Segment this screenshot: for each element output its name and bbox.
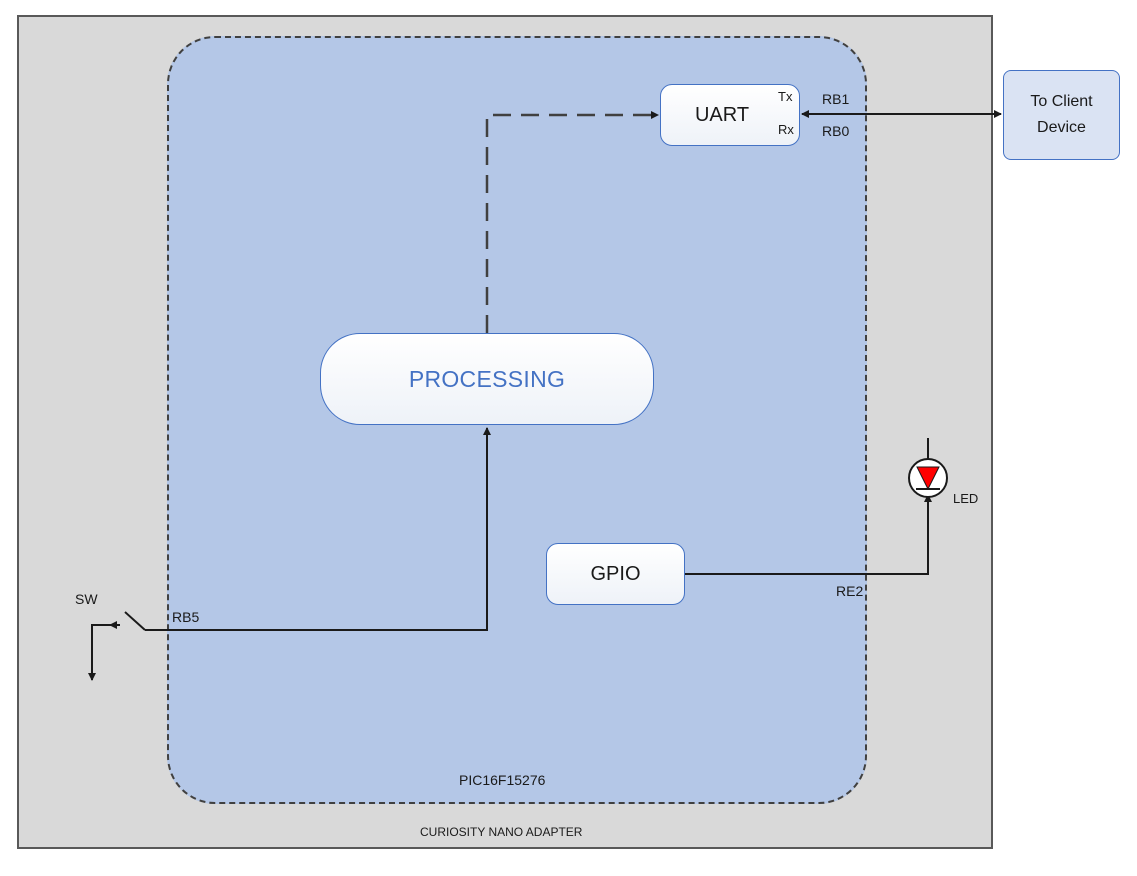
client-line1: To Client	[1030, 93, 1093, 110]
tx-pin-label: Tx	[778, 89, 793, 104]
gpio-label: GPIO	[590, 562, 641, 585]
led-label: LED	[953, 491, 979, 506]
uart-label: UART	[694, 103, 750, 126]
rb5-pin-label: RB5	[172, 609, 200, 625]
led-symbol	[908, 438, 948, 498]
board-label: CURIOSITY NANO ADAPTER	[420, 825, 583, 839]
client-line2: Device	[1037, 119, 1086, 136]
switch-label: SW	[75, 591, 98, 607]
gpio-to-led-link	[685, 494, 932, 575]
switch-symbol	[88, 611, 146, 681]
rx-pin-label: Rx	[778, 122, 794, 137]
uart-block: UART	[660, 84, 800, 146]
processing-block: PROCESSING	[320, 333, 654, 425]
gpio-block: GPIO	[546, 543, 685, 605]
rb0-pin-label: RB0	[822, 123, 850, 139]
processing-label: PROCESSING	[408, 365, 566, 392]
re2-pin-label: RE2	[836, 583, 864, 599]
mcu-label: PIC16F15276	[459, 772, 546, 788]
switch-to-processing-link	[145, 427, 491, 631]
processing-to-uart-link	[485, 111, 659, 333]
rb1-pin-label: RB1	[822, 91, 850, 107]
client-device-box: To Client Device	[1003, 70, 1120, 160]
